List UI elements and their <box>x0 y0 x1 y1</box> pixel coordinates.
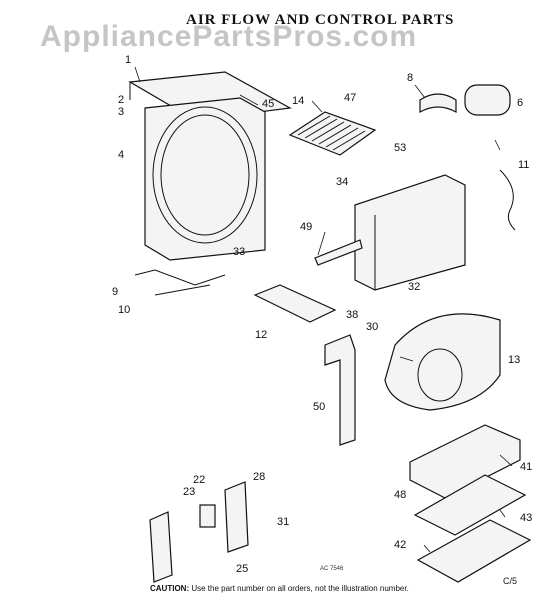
caution-text: Use the part number on all orders, not t… <box>191 584 409 593</box>
callout-38: 38 <box>346 309 358 321</box>
callout-30: 30 <box>366 321 378 333</box>
control-panel <box>354 174 466 291</box>
air-filter <box>288 111 377 156</box>
callout-14: 14 <box>292 95 304 107</box>
corner-mark: C/5 <box>503 576 518 586</box>
callout-2: 2 <box>118 94 124 106</box>
control-block <box>199 481 249 553</box>
callout-13: 13 <box>508 354 520 366</box>
callout-10: 10 <box>118 304 130 316</box>
drawing-code: AC 7546 <box>320 566 344 572</box>
callout-34: 34 <box>336 176 348 188</box>
callout-12: 12 <box>255 329 267 341</box>
lower-filter <box>416 519 532 583</box>
callout-53: 53 <box>394 142 406 154</box>
callout-11: 11 <box>518 159 529 171</box>
diagram-title: AIR FLOW AND CONTROL PARTS <box>186 12 455 28</box>
callout-32: 32 <box>408 281 420 293</box>
callout-42: 42 <box>394 539 406 551</box>
watermark: AppliancePartsPros.com <box>40 20 418 53</box>
callout-50: 50 <box>313 401 325 413</box>
motor-bracket <box>419 93 457 114</box>
base-pan <box>409 424 521 499</box>
callout-45: 45 <box>262 98 274 110</box>
callout-6: 6 <box>517 97 523 109</box>
mounting-rail <box>314 239 363 266</box>
bracket-twentyfive <box>149 511 173 583</box>
front-grille-frame <box>128 71 292 261</box>
callout-9: 9 <box>112 286 118 298</box>
callout-47: 47 <box>344 92 356 104</box>
callout-25: 25 <box>236 563 248 575</box>
callout-3: 3 <box>118 106 124 118</box>
callout-8: 8 <box>407 72 413 84</box>
callout-22: 22 <box>193 474 205 486</box>
callout-numbers: 1 2 3 4 45 14 47 8 6 53 34 11 49 33 9 10… <box>112 54 532 575</box>
drip-tray <box>413 474 527 536</box>
caution-label: CAUTION: <box>150 584 190 593</box>
callout-23: 23 <box>183 486 195 498</box>
callout-43: 43 <box>520 512 532 524</box>
callout-31: 31 <box>277 516 289 528</box>
capacitor <box>464 84 511 116</box>
leader-lines <box>134 66 513 553</box>
callout-41: 41 <box>520 461 532 473</box>
ground-wire <box>499 169 516 231</box>
blower-housing <box>384 313 501 411</box>
cover-plate <box>253 284 337 323</box>
callout-49: 49 <box>300 221 312 233</box>
caution-note: CAUTION: Use the part number on all orde… <box>150 584 409 593</box>
callout-1: 1 <box>125 54 131 66</box>
callout-4: 4 <box>118 149 124 161</box>
bracket-fifty <box>324 334 356 446</box>
wire-harness <box>134 269 226 296</box>
callout-28: 28 <box>253 471 265 483</box>
callout-33: 33 <box>233 246 245 258</box>
callout-48: 48 <box>394 489 406 501</box>
